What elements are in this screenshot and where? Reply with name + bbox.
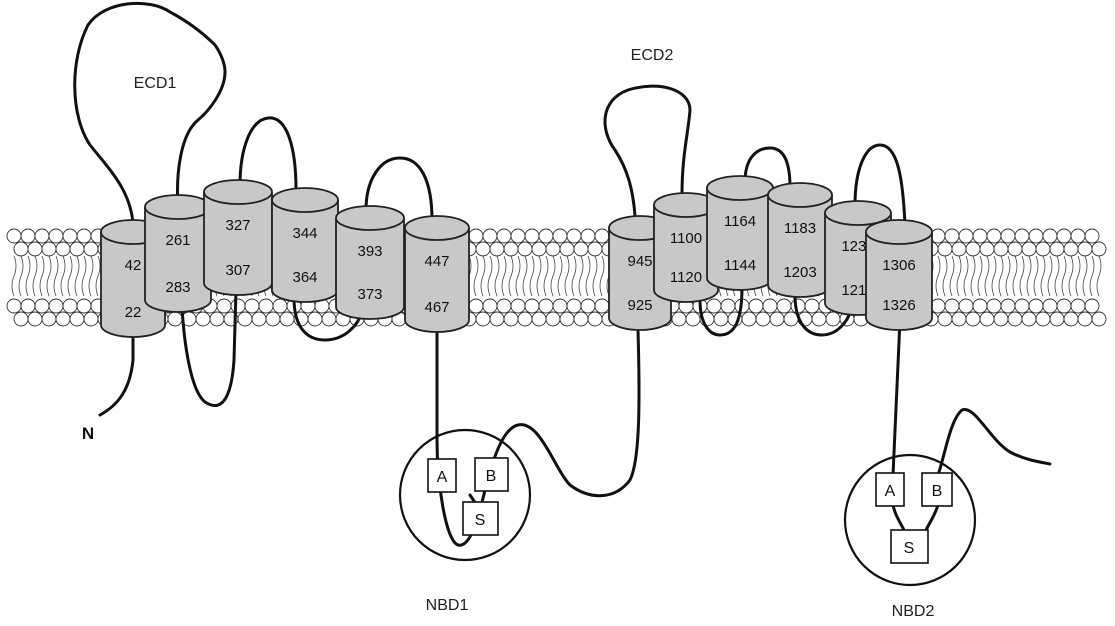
c-terminal-tail xyxy=(938,410,1050,475)
helix-bottom-residue: 283 xyxy=(165,279,190,296)
nbd2-signature-label: S xyxy=(904,540,915,557)
helix-top-residue: 327 xyxy=(225,217,250,234)
helix-6: 447 467 xyxy=(405,216,469,332)
helix-top-residue: 42 xyxy=(125,257,142,274)
nbd2-walker-a-label: A xyxy=(885,483,896,500)
nbd2-circle xyxy=(845,455,975,585)
helix-body xyxy=(336,218,404,319)
helix-bottom-residue: 925 xyxy=(627,297,652,314)
helix-top-cap xyxy=(405,216,469,240)
helix-9: 1164 1144 xyxy=(707,176,773,290)
helix-top-residue: 447 xyxy=(424,253,449,270)
nbd1-signature-label: S xyxy=(475,512,486,529)
ecd1-loop xyxy=(75,3,225,223)
helix-4: 344 364 xyxy=(272,188,338,302)
helix-body xyxy=(204,192,272,295)
helix-bottom-residue: 1120 xyxy=(670,269,702,286)
n-terminal-tail xyxy=(100,335,133,415)
helix-body xyxy=(768,195,832,297)
nbd1-label: NBD1 xyxy=(426,597,469,614)
helix-top-residue: 945 xyxy=(627,253,652,270)
helix-bottom-residue: 364 xyxy=(292,269,317,286)
helix-bottom-residue: 22 xyxy=(125,304,142,321)
nbd1-domain: A B S NBD1 xyxy=(400,430,530,614)
ecd1-label: ECD1 xyxy=(134,75,177,92)
nbd1-circle xyxy=(400,430,530,560)
helix-top-cap xyxy=(336,206,404,230)
helix-3: 327 307 xyxy=(204,180,272,295)
helix-bottom-residue: 373 xyxy=(357,286,382,303)
helix-top-residue: 393 xyxy=(357,243,382,260)
helix-top-cap xyxy=(866,220,932,244)
helix-top-residue: 1183 xyxy=(784,220,816,237)
linker-to-nbd2 xyxy=(893,320,900,475)
helix-top-cap xyxy=(768,183,832,207)
extracellular-loop-2 xyxy=(240,118,296,190)
nbd2-connector-a xyxy=(893,505,904,530)
helix-top-residue: 1100 xyxy=(670,230,702,247)
helix-top-cap xyxy=(204,180,272,204)
helix-bottom-residue: 1144 xyxy=(724,257,756,274)
helix-body xyxy=(405,228,469,332)
nbd1-walker-a-label: A xyxy=(437,469,448,486)
helix-top-cap xyxy=(707,176,773,200)
helix-body xyxy=(707,188,773,290)
helix-top-residue: 1164 xyxy=(724,213,756,230)
helix-2: 261 283 xyxy=(145,195,211,312)
helix-10: 1183 1203 xyxy=(768,183,832,297)
helix-top-cap xyxy=(145,195,211,219)
helix-body xyxy=(272,200,338,302)
helix-top-residue: 344 xyxy=(292,225,317,242)
n-terminus-label: N xyxy=(82,424,94,443)
helix-body xyxy=(145,207,211,312)
helix-body xyxy=(866,232,932,330)
helix-bottom-residue: 1326 xyxy=(882,297,915,314)
helix-bottom-residue: 307 xyxy=(225,262,250,279)
nbd2-label: NBD2 xyxy=(892,603,935,620)
helix-5: 393 373 xyxy=(336,206,404,319)
nbd2-connector-b xyxy=(926,505,938,530)
helix-top-residue: 261 xyxy=(165,232,190,249)
nbd2-walker-b-label: B xyxy=(932,483,943,500)
helix-top-cap xyxy=(272,188,338,212)
ecd2-label: ECD2 xyxy=(631,47,674,64)
helix-12: 1306 1326 xyxy=(866,220,932,330)
helix-top-residue: 1306 xyxy=(882,257,915,274)
nbd1-walker-b-label: B xyxy=(486,468,497,485)
nbd2-domain: A B S NBD2 xyxy=(845,455,975,620)
helix-bottom-residue: 467 xyxy=(424,299,449,316)
helix-bottom-residue: 1203 xyxy=(783,264,816,281)
